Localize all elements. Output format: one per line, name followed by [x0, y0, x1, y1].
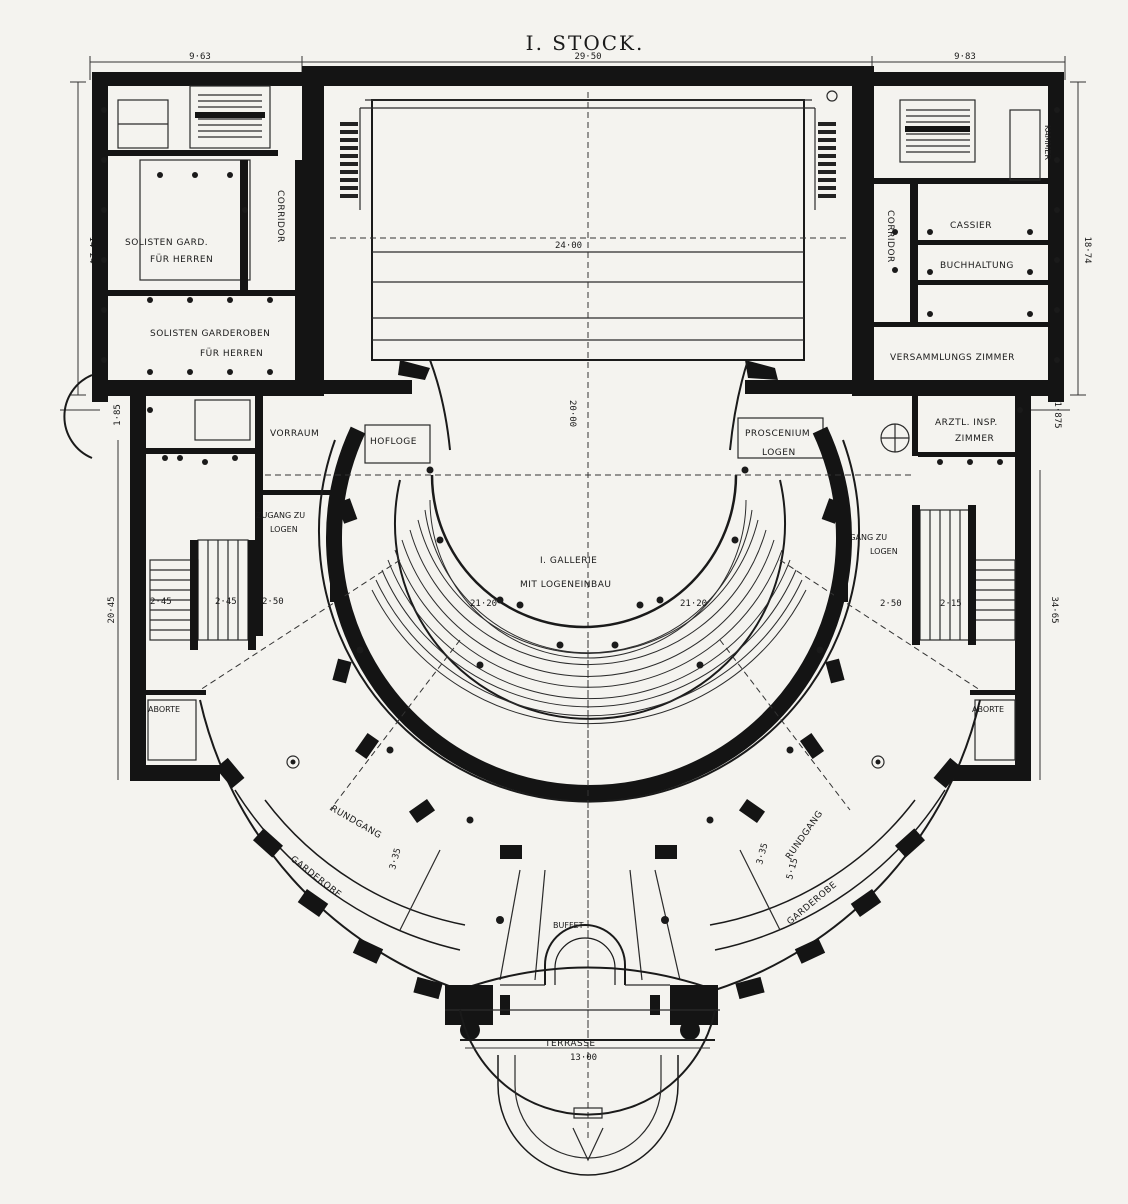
- label-solisten-gard-b: FÜR HERREN: [150, 254, 213, 265]
- dim-rundgang-left: 3·35: [388, 847, 403, 871]
- label-zugang-left: ZUGANG ZU: [256, 511, 305, 520]
- aborte: ABORTE ABORTE: [146, 690, 1016, 761]
- label-gallerie-b: MIT LOGENEINBAU: [520, 580, 611, 590]
- label-gallerie: I. GALLERIE: [540, 556, 597, 566]
- left-bay: [63, 374, 93, 459]
- dim-stair-left-b: 2·45: [215, 597, 237, 607]
- dim-stair-left-c: 2·50: [262, 597, 284, 607]
- label-rundgang-left: RUNDGANG: [329, 804, 384, 841]
- dim-rundgang-right-b: 5·15: [785, 857, 800, 881]
- dim-stair-right-a: 2·50: [880, 599, 902, 609]
- label-buffet: BUFFET: [553, 921, 584, 930]
- right-staircase: 2·50 2·15: [880, 505, 1016, 645]
- label-corridor-right: CORRIDOR: [885, 210, 895, 263]
- buffet: BUFFET: [459, 921, 716, 991]
- dim-left-lower: 20·45: [107, 596, 117, 623]
- label-arzt: ARZTL. INSP.: [935, 418, 998, 428]
- stage: 24·00 20·00: [330, 90, 850, 1140]
- label-zugang-left-b: LOGEN: [270, 525, 298, 534]
- outer-walls: [92, 66, 1064, 781]
- label-vorraum: VORRAUM: [270, 429, 319, 439]
- auditorium: I. GALLERIE MIT LOGENEINBAU 21·20 21·20: [199, 426, 981, 1040]
- dim-gallery-left: 21·20: [470, 599, 497, 609]
- rundgang-garderobe: RUNDGANG RUNDGANG GARDEROBE GARDEROBE 3·…: [199, 699, 981, 1000]
- label-terrasse: TERRASSE: [544, 1039, 596, 1049]
- dim-left-small: 1·85: [113, 404, 123, 426]
- dim-right-small: 1·875: [1052, 401, 1062, 428]
- dim-right-lower: 34·65: [1049, 596, 1059, 623]
- dim-rundgang-right: 3·35: [755, 842, 770, 866]
- label-proscenium: PROSCENIUM: [745, 429, 810, 439]
- upper-right-rooms: CASSIER BUCHHALTUNG VERSAMMLUNGS ZIMMER …: [874, 99, 1060, 363]
- dim-stage-width: 24·00: [555, 241, 582, 251]
- label-buchhaltung: BUCHHALTUNG: [940, 261, 1014, 271]
- label-solisten-main: SOLISTEN GARDEROBEN: [150, 329, 270, 339]
- dim-top-left: 9·63: [189, 52, 211, 62]
- label-zugang-right-b: LOGEN: [870, 547, 898, 556]
- left-staircase: 2·45 2·45 2·50: [149, 539, 284, 650]
- middle-band: VORRAUM HOFLOGE PROSCENIUM LOGEN ARZTL. …: [146, 396, 1023, 636]
- dim-top-right: 9·83: [954, 52, 976, 62]
- label-rundgang-right: RUNDGANG: [784, 809, 825, 862]
- dim-stair-left-a: 2·45: [150, 597, 172, 607]
- label-garderobe-left: GARDEROBE: [288, 854, 343, 900]
- dim-top-center: 29·50: [574, 52, 601, 62]
- label-solisten-gard: SOLISTEN GARD.: [125, 238, 208, 248]
- label-versammlung: VERSAMMLUNGS ZIMMER: [890, 353, 1015, 363]
- dim-terrasse: 13·00: [570, 1053, 597, 1063]
- label-aborte-left: ABORTE: [148, 705, 180, 714]
- label-hofloge: HOFLOGE: [370, 437, 417, 447]
- dim-gallery-right: 21·20: [680, 599, 707, 609]
- label-kammer: KAMMER: [1043, 125, 1052, 160]
- plan-title: I. STOCK.: [526, 31, 645, 55]
- label-zugang-right: ZUGANG ZU: [838, 533, 887, 542]
- dim-right-upper: 18·74: [1082, 236, 1092, 263]
- dim-stage-depth: 20·00: [567, 400, 577, 427]
- label-arzt-b: ZIMMER: [955, 434, 994, 444]
- dim-stair-right-b: 2·15: [940, 599, 962, 609]
- side-dimension-lines: 14·24 18·74 20·45 34·65 1·85 1·875: [60, 81, 1092, 780]
- label-corridor-left: CORRIDOR: [275, 190, 285, 243]
- label-cassier: CASSIER: [950, 221, 992, 231]
- label-solisten-main-b: FÜR HERREN: [200, 348, 263, 359]
- upper-left-rooms: SOLISTEN GARD. FÜR HERREN CORRIDOR SOLIS…: [101, 85, 303, 380]
- label-aborte-right: ABORTE: [972, 705, 1004, 714]
- terrasse: TERRASSE 13·00: [445, 985, 720, 1176]
- label-proscenium-b: LOGEN: [762, 448, 796, 458]
